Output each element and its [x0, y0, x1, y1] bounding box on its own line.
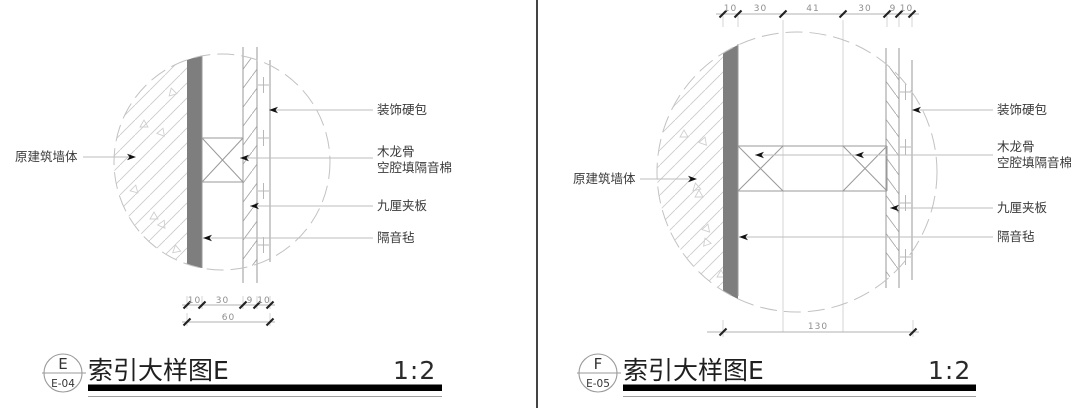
dimensions-f-bottom: 130	[707, 320, 919, 337]
plywood-layer-hatch	[243, 54, 257, 270]
dim-text: 10	[257, 296, 270, 306]
arrow-icon	[203, 234, 212, 242]
arrow-icon	[739, 233, 748, 241]
wood-keel-section-e	[201, 137, 244, 183]
label-wood-keel: 木龙骨	[377, 144, 415, 159]
arrow-icon	[127, 153, 136, 161]
panel-centerline-cross-icons-f	[900, 84, 911, 265]
arrow-icon	[855, 151, 864, 159]
bubble-letter: F	[594, 355, 603, 373]
detail-boundary-circle-e	[113, 53, 331, 271]
title-block-f: F E-05 索引大样图E 1:2	[577, 353, 976, 397]
dim-total-text: 60	[222, 313, 235, 323]
aggregate-triangle-icons	[679, 129, 726, 278]
dim-total-text: 130	[808, 322, 828, 332]
layer-boundary-lines-f	[737, 44, 913, 296]
detail-panel-e: 装饰硬包 木龙骨 空腔填隔音棉 九厘夹板 隔音毡 原建筑墙体 10 30	[15, 47, 452, 397]
label-felt: 隔音毡	[997, 229, 1035, 244]
label-original-wall: 原建筑墙体	[573, 171, 636, 186]
original-wall-hatch	[657, 32, 723, 312]
label-decorative-panel: 装饰硬包	[377, 102, 427, 117]
plywood-layer-hatch	[886, 48, 899, 288]
dim-tick-icons	[718, 9, 917, 19]
label-original-wall: 原建筑墙体	[15, 149, 78, 164]
label-felt: 隔音毡	[377, 230, 415, 245]
detail-f-clipped-drawing	[657, 32, 899, 312]
label-wood-keel: 木龙骨	[997, 139, 1035, 154]
dim-text: 9	[247, 296, 254, 306]
detail-title-e: 索引大样图E	[88, 356, 229, 385]
label-cavity-insulation: 空腔填隔音棉	[377, 160, 452, 175]
leaders-e	[83, 106, 373, 242]
sound-felt-layer	[187, 54, 202, 270]
dim-text: 30	[858, 4, 871, 14]
title-block-e: E E-04 索引大样图E 1:2	[42, 353, 442, 397]
detail-scale-f: 1:2	[928, 356, 971, 385]
bubble-letter: E	[58, 355, 67, 373]
sound-felt-layer	[723, 32, 738, 312]
dimensions-e: 10 30 9 10 60	[182, 296, 275, 327]
arrow-icon	[269, 106, 278, 114]
label-plywood: 九厘夹板	[997, 200, 1048, 215]
detail-boundary-circle-f	[656, 31, 938, 313]
dim-text: 30	[754, 4, 767, 14]
detail-title-f: 索引大样图E	[623, 356, 764, 385]
wood-keel-sections-f	[737, 145, 888, 192]
dim-text: 41	[806, 4, 819, 14]
title-rule-thick	[623, 384, 976, 391]
bubble-ref: E-05	[586, 378, 610, 390]
dim-text: 10	[188, 296, 201, 306]
label-cavity-insulation: 空腔填隔音棉	[997, 155, 1071, 170]
title-rule-thick	[88, 384, 442, 391]
original-wall-hatch	[114, 54, 187, 270]
arrow-icon	[240, 154, 249, 162]
arrow-icon	[755, 151, 764, 159]
detail-panel-f: 10 30 41 30 9 10	[573, 4, 1071, 397]
arrow-icon	[688, 175, 697, 183]
dim-tick-icons	[182, 300, 275, 310]
dim-text: 9	[890, 4, 897, 14]
dim-text: 10	[900, 4, 913, 14]
label-decorative-panel: 装饰硬包	[997, 102, 1047, 117]
arrow-icon	[250, 202, 259, 210]
leaders-f	[640, 106, 993, 241]
dim-text: 10	[724, 4, 737, 14]
bubble-ref: E-04	[51, 378, 75, 390]
aggregate-triangle-icons	[129, 87, 182, 254]
label-plywood: 九厘夹板	[377, 198, 428, 213]
dimensions-f-top: 10 30 41 30 9 10	[716, 4, 919, 27]
dim-text: 30	[216, 296, 229, 306]
arrow-icon	[912, 106, 921, 114]
panel-centerline-cross-icons-e	[258, 77, 269, 253]
detail-scale-e: 1:2	[393, 356, 436, 385]
arrow-icon	[890, 204, 899, 212]
